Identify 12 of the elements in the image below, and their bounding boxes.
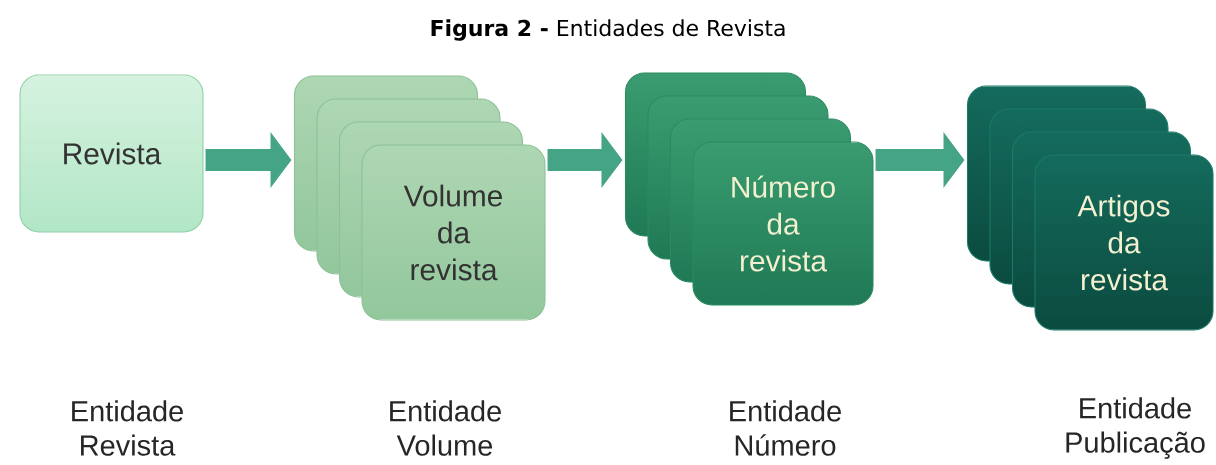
entity-caption: Entidade Revista xyxy=(72,400,183,456)
node-label: revista xyxy=(1081,268,1168,291)
card-stack: Volume da revista xyxy=(293,75,546,321)
card-stack: Número da revista xyxy=(624,72,874,306)
entity-caption: Entidade Número xyxy=(730,400,841,456)
card-stack: Artigos da revista xyxy=(966,85,1214,331)
figure-title: Figura 2 - Entidades de Revista xyxy=(431,19,785,41)
entity-caption: Entidade Publicação xyxy=(1066,397,1205,459)
node-label: revista xyxy=(411,258,498,281)
entity-caption: Entidade Volume xyxy=(390,400,501,456)
node-label: revista xyxy=(740,249,827,272)
entity-box: Revista xyxy=(19,74,204,233)
